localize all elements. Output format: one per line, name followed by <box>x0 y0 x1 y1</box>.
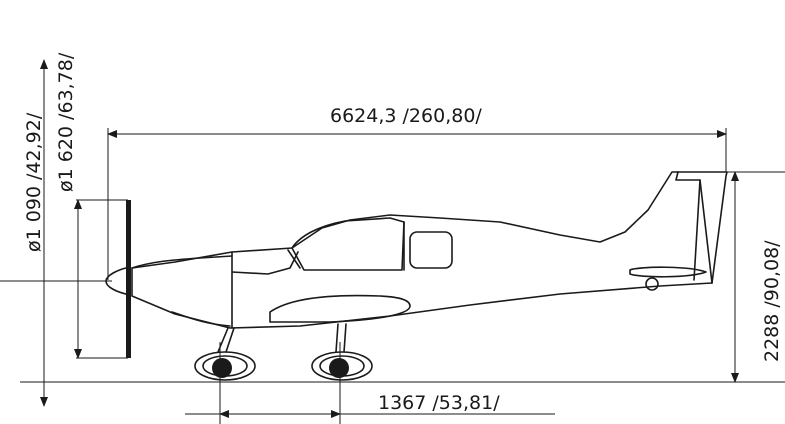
main-wheel <box>329 358 349 378</box>
prop-dimensions: ø1 090 /42,92/ ø1 620 /63,78/ <box>0 52 128 407</box>
track-label: 1367 /53,81/ <box>378 392 500 414</box>
vertical-stabilizer <box>675 171 701 281</box>
length-label: 6624,3 /260,80/ <box>330 105 482 127</box>
track-dimension: 1367 /53,81/ <box>185 342 555 424</box>
rear-window <box>409 231 453 269</box>
nose-wheel-fairing <box>194 351 256 381</box>
aircraft-side-view <box>105 171 728 381</box>
wing-fairing <box>269 294 411 323</box>
prop-large-label: ø1 620 /63,78/ <box>55 52 77 192</box>
tail-light <box>645 277 659 291</box>
length-dimension: 6624,3 /260,80/ <box>107 105 727 280</box>
nose-wheel <box>212 358 232 378</box>
main-wheel-fairing <box>311 351 373 381</box>
spinner <box>105 266 131 296</box>
propeller <box>126 200 131 358</box>
height-dimension: 2288 /90,08/ <box>700 171 785 383</box>
height-label: 2288 /90,08/ <box>761 240 783 362</box>
rudder-line <box>699 179 713 284</box>
canopy <box>291 217 405 271</box>
prop-small-label: ø1 090 /42,92/ <box>23 112 45 252</box>
nose-gear-leg <box>217 327 229 353</box>
fuselage <box>131 171 728 329</box>
horizontal-stabilizer <box>629 266 707 278</box>
main-gear-leg <box>335 323 339 353</box>
